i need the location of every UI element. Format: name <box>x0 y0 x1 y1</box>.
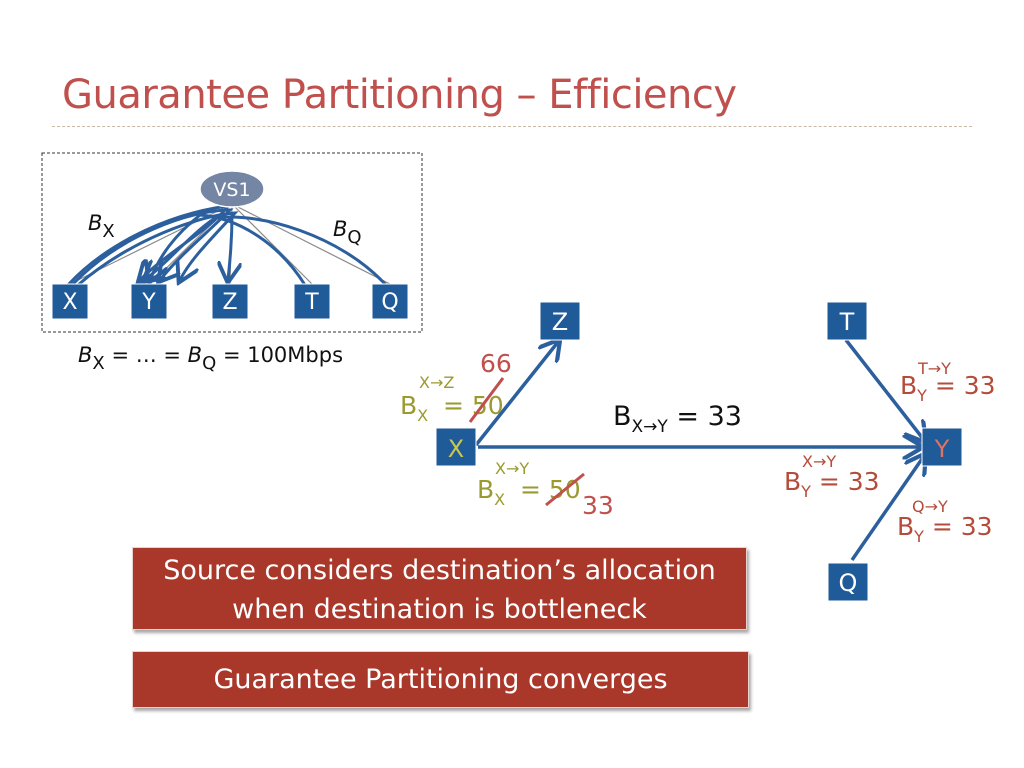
label-t-to-y: T→Y BY = 33 <box>900 359 996 405</box>
svg-text:= 50: = 50 <box>443 391 504 420</box>
inset-bx-label: BX <box>88 211 115 242</box>
svg-text:BY = 33: BY = 33 <box>897 512 993 546</box>
node-q: Q <box>827 562 869 602</box>
svg-text:BX: BX <box>477 475 505 509</box>
title-divider <box>52 126 972 127</box>
vs1-label: VS1 <box>213 179 250 201</box>
inset-node-x-label: X <box>62 290 77 315</box>
svg-text:X→Y: X→Y <box>495 459 529 478</box>
node-t: T <box>826 301 868 341</box>
link-x-z <box>474 342 558 447</box>
node-q-label: Q <box>839 569 858 597</box>
vs1-node: VS1 <box>199 170 265 208</box>
svg-text:Q→Y: Q→Y <box>912 497 948 516</box>
label-x-to-y-source: BX X→Y = 50 33 <box>477 459 614 520</box>
node-z: Z <box>539 301 581 341</box>
svg-text:BY = 33: BY = 33 <box>784 467 880 501</box>
svg-text:X→Y: X→Y <box>802 452 836 471</box>
strike-x-y <box>545 472 585 507</box>
inset-node-z: Z <box>211 283 249 320</box>
inset-node-q: Q <box>371 283 409 320</box>
inset-node-y: Y <box>130 283 168 320</box>
node-t-label: T <box>839 308 855 336</box>
inset-node-y-label: Y <box>141 290 156 315</box>
callout-converges: Guarantee Partitioning converges <box>132 651 749 708</box>
node-y: Y <box>921 427 963 467</box>
label-x-to-z: BX X→Z = 50 66 <box>400 349 512 425</box>
inset-node-t: T <box>293 283 331 320</box>
svg-text:T→Y: T→Y <box>917 359 951 378</box>
link-t-y <box>844 338 924 440</box>
svg-text:= 50: = 50 <box>520 475 581 504</box>
svg-text:BX: BX <box>400 391 428 425</box>
node-x: X <box>435 427 477 467</box>
label-x-to-y-center: BX→Y = 33 <box>613 401 742 437</box>
node-y-label: Y <box>934 435 950 463</box>
inset-flows <box>66 204 388 285</box>
value-x-y-new: 33 <box>582 491 614 520</box>
svg-text:X→Z: X→Z <box>419 373 454 392</box>
inset-node-z-label: Z <box>222 290 237 315</box>
inset-node-q-label: Q <box>381 290 398 315</box>
inset-node-t-label: T <box>304 290 319 315</box>
node-x-label: X <box>448 435 464 463</box>
inset-node-x: X <box>51 283 89 320</box>
callout-line-2: when destination is bottleneck <box>232 594 647 625</box>
page-title: Guarantee Partitioning – Efficiency <box>62 72 737 118</box>
label-x-to-y-destination: X→Y BY = 33 <box>784 452 880 501</box>
callout-line-1: Source considers destination’s allocatio… <box>163 555 716 586</box>
inset-frame <box>41 152 423 333</box>
main-links <box>474 338 924 561</box>
strike-x-z <box>468 377 505 423</box>
inset-caption: BX = … = BQ = 100Mbps <box>78 343 343 374</box>
inset-bq-label: BQ <box>333 217 362 248</box>
label-q-to-y: Q→Y BY = 33 <box>897 497 993 546</box>
callout-bottleneck: Source considers destination’s allocatio… <box>132 547 747 630</box>
node-z-label: Z <box>552 308 568 336</box>
link-q-y <box>850 456 924 561</box>
value-x-z-new: 66 <box>480 349 512 378</box>
svg-text:BY = 33: BY = 33 <box>900 371 996 405</box>
